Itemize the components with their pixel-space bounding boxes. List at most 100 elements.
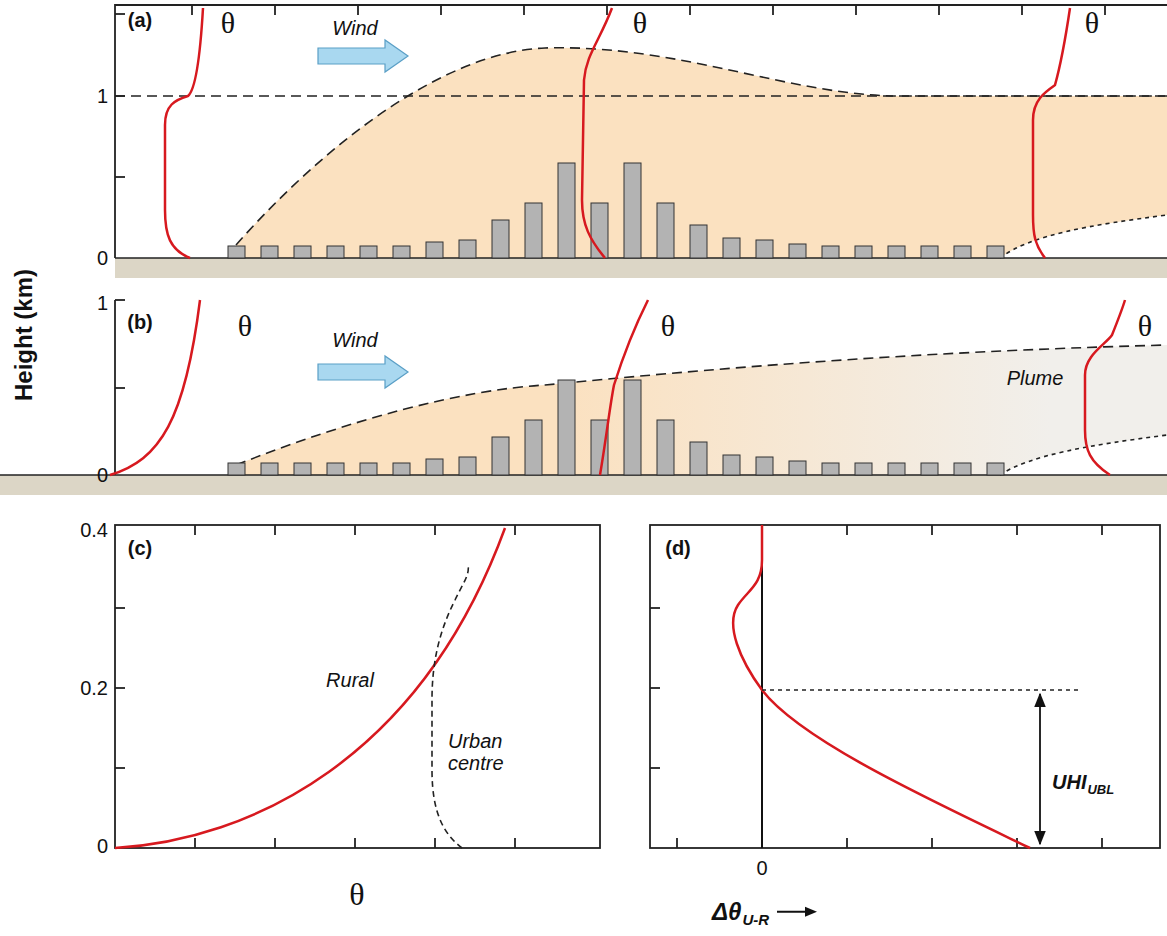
building <box>228 246 245 258</box>
rural-bl-top <box>115 95 1167 97</box>
building <box>756 240 773 258</box>
axis-number: 0 <box>756 857 767 879</box>
building <box>327 463 344 475</box>
label-group: UHIUBL <box>1052 771 1114 793</box>
building <box>822 463 839 475</box>
building <box>723 238 740 258</box>
urban-plume <box>236 345 1167 475</box>
curve-label: Rural <box>326 669 374 691</box>
building <box>987 463 1004 475</box>
urban-boundary-layer <box>236 48 1167 258</box>
building <box>888 246 905 258</box>
theta-profile <box>110 300 200 475</box>
axis-number: 0.4 <box>80 519 108 541</box>
axis-number: 0 <box>97 464 108 486</box>
building <box>789 244 806 258</box>
axis-number: 0.2 <box>80 677 108 699</box>
building <box>393 463 410 475</box>
building <box>459 240 476 258</box>
ground <box>115 258 1167 278</box>
building <box>954 246 971 258</box>
building <box>426 242 443 258</box>
building <box>888 463 905 475</box>
ubl-height-line <box>762 689 1080 690</box>
theta-profile <box>1085 300 1125 475</box>
axis-title: θ <box>349 877 364 912</box>
curve-label: Urban centre <box>448 730 512 774</box>
building <box>228 463 245 475</box>
buildings <box>228 380 1004 475</box>
uhi-subscript: UBL <box>1087 783 1114 797</box>
panel-b <box>0 300 1167 495</box>
building <box>327 246 344 258</box>
building <box>558 163 575 258</box>
building <box>690 442 707 475</box>
building <box>558 380 575 475</box>
axis-title: Δθ <box>712 899 742 925</box>
wind-label: Wind <box>332 17 377 39</box>
building <box>921 463 938 475</box>
building <box>855 463 872 475</box>
building <box>987 246 1004 258</box>
theta-symbol: θ <box>661 309 675 342</box>
building <box>756 457 773 475</box>
building <box>261 246 278 258</box>
theta-profile <box>582 8 612 258</box>
rural-internal-bl <box>1000 435 1167 475</box>
plume-label: Plume <box>1007 367 1064 389</box>
building <box>789 461 806 475</box>
axis-number: 0 <box>97 835 108 857</box>
axis-frame <box>115 5 1167 258</box>
building <box>459 457 476 475</box>
panel-c <box>115 525 600 848</box>
axis-arrow <box>775 904 819 920</box>
building <box>822 246 839 258</box>
panel-letter: (a) <box>128 9 152 31</box>
building <box>954 463 971 475</box>
axis-number: 1 <box>97 85 108 107</box>
buildings <box>228 163 1004 258</box>
building <box>360 463 377 475</box>
building <box>723 455 740 475</box>
panel-letter: (c) <box>128 537 152 559</box>
building <box>657 203 674 258</box>
axis-number: 0 <box>97 247 108 269</box>
panel-letter: (d) <box>665 537 691 559</box>
axis-number: 1 <box>97 292 108 314</box>
building <box>690 225 707 258</box>
urban-profile <box>432 565 468 848</box>
rural-profile <box>115 528 505 848</box>
plot-frame <box>115 525 600 848</box>
building <box>657 420 674 475</box>
building <box>492 437 509 475</box>
wind-arrow <box>318 40 408 72</box>
theta-profile <box>1033 8 1070 258</box>
ground <box>0 475 1167 495</box>
theta-symbol: θ <box>633 6 647 39</box>
theta-symbol: θ <box>238 309 252 342</box>
building <box>393 246 410 258</box>
ubl-top <box>236 48 1167 245</box>
theta-profile <box>600 300 648 475</box>
building <box>855 246 872 258</box>
building <box>261 463 278 475</box>
plot-frame <box>650 525 1160 848</box>
panel-a <box>115 5 1167 278</box>
building <box>525 420 542 475</box>
uhi-label: UHI <box>1052 771 1086 793</box>
theta-symbol: θ <box>1085 6 1099 39</box>
difference-profile <box>733 525 1030 848</box>
wind-arrow <box>318 356 408 388</box>
panel-d <box>650 525 1160 848</box>
axis-title: Height (km) <box>11 269 37 401</box>
building <box>294 463 311 475</box>
theta-symbol: θ <box>221 6 235 39</box>
label-group: ΔθU-R <box>712 899 819 925</box>
theta-profile <box>165 8 203 258</box>
wind-label: Wind <box>332 329 377 351</box>
theta-symbol: θ <box>1138 309 1152 342</box>
rural-internal-bl <box>1000 215 1167 258</box>
building <box>426 459 443 475</box>
panel-letter: (b) <box>127 311 153 333</box>
